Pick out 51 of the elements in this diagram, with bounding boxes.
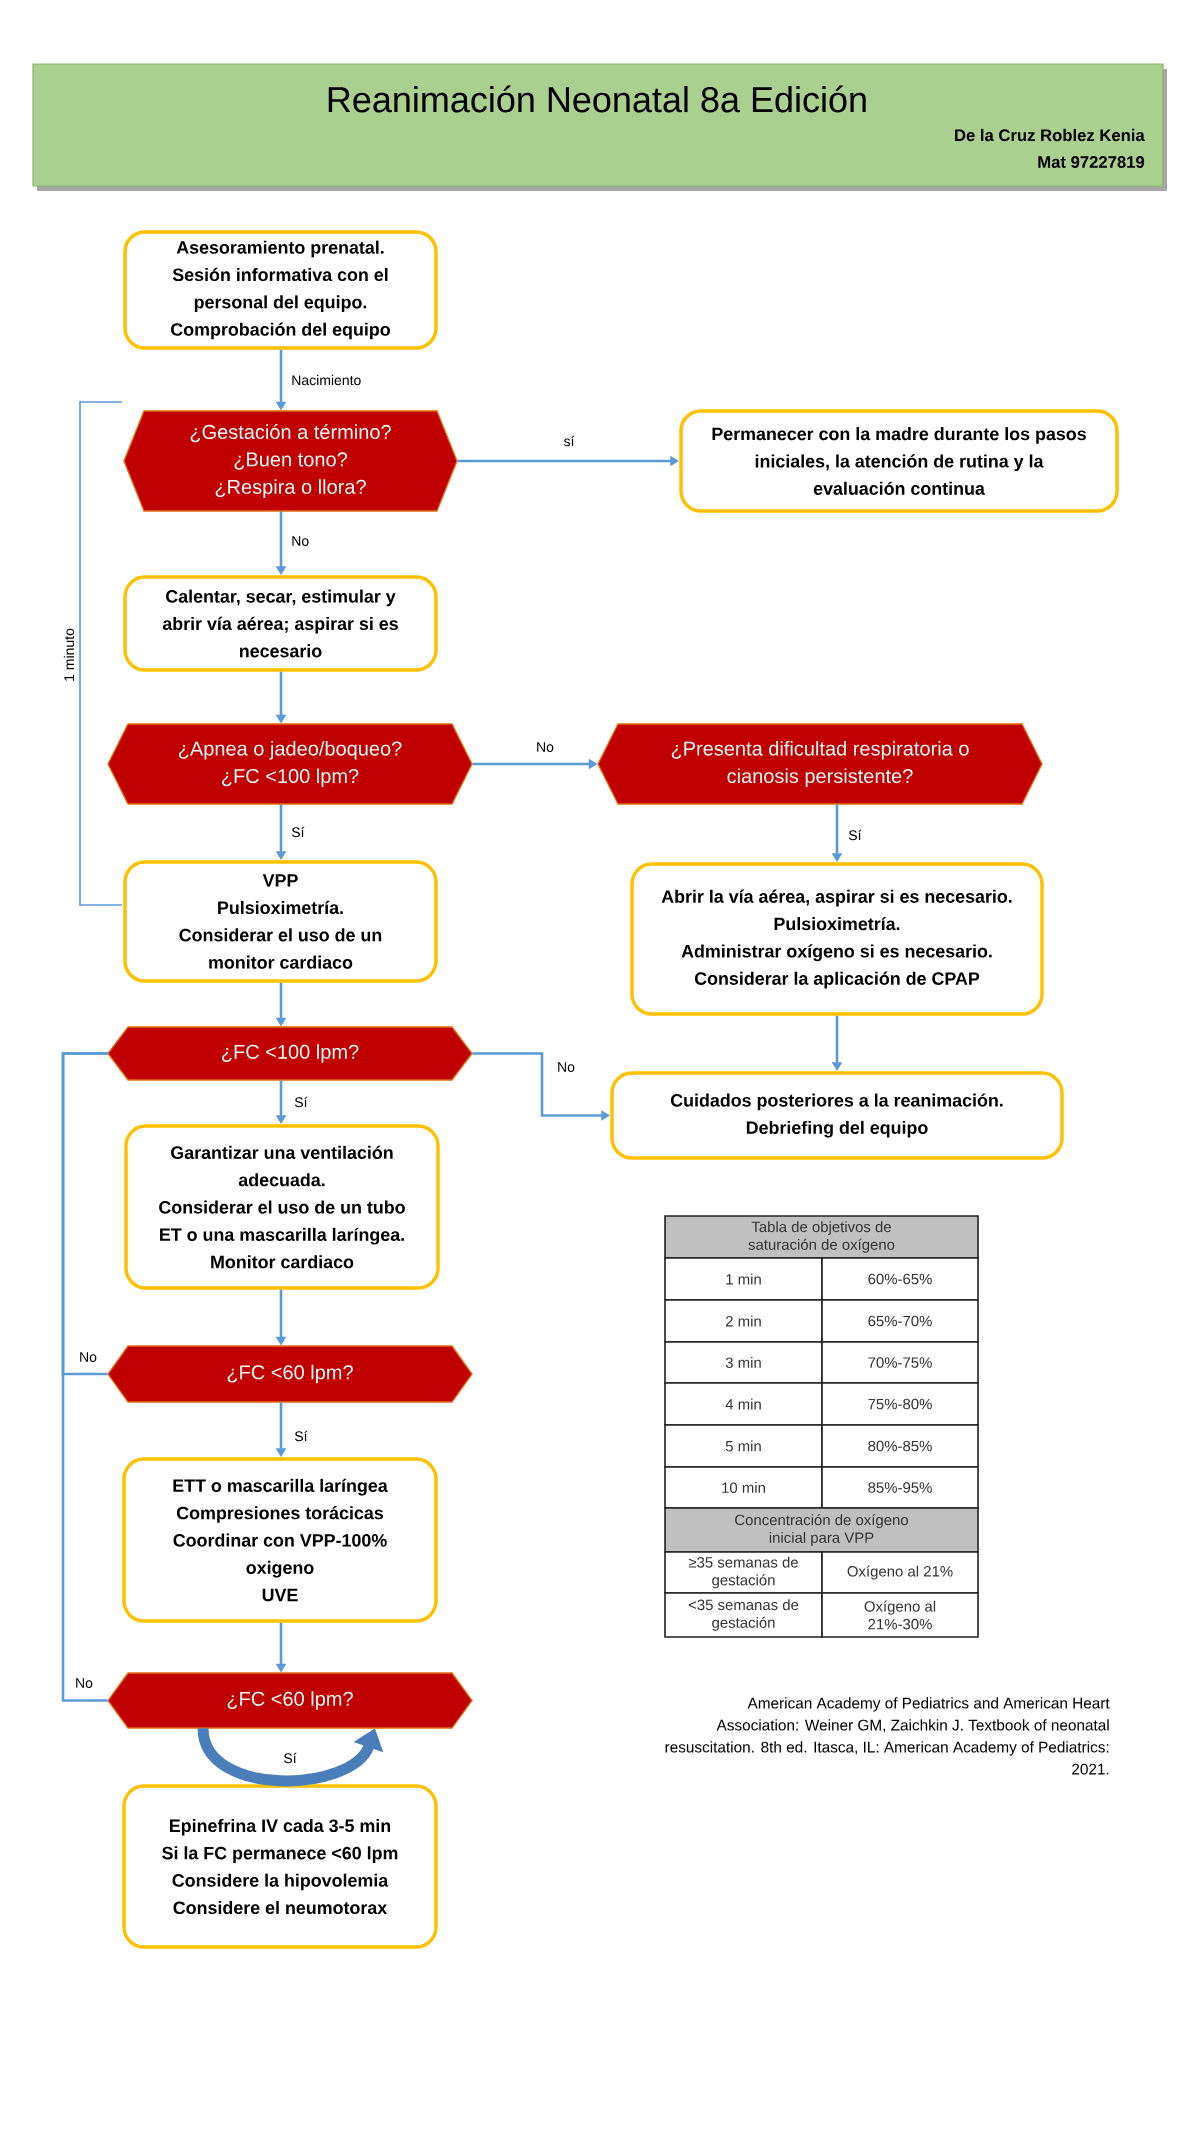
process-box: Garantizar una ventilación adecuada. Considerar el uso de un tubo ET o una mascarilla laríngea. Monitor cardiaco xyxy=(124,1124,440,1290)
process-box: Asesoramiento prenatal. Sesión informativa con el personal del equipo. Comprobación del equipo xyxy=(123,230,438,350)
table-cell: 3 min xyxy=(664,1341,823,1384)
edge-label: Sí xyxy=(292,1428,310,1444)
table-cell: 65%-70% xyxy=(821,1299,979,1343)
edge-label: No xyxy=(534,740,556,754)
process-box: Abrir la vía aérea, aspirar si es necesario. Pulsioximetría. Administrar oxígeno si es necesario. Considerar la aplicación de CPAP xyxy=(630,862,1044,1016)
table-header: Concentración de oxígeno inicial para VPP xyxy=(664,1507,979,1553)
decision-hexagon: ¿Gestación a término? ¿Buen tono? ¿Respira o llora? xyxy=(123,410,458,512)
edge-label: Nacimiento xyxy=(289,372,364,388)
table-cell: 70%-75% xyxy=(821,1341,979,1384)
decision-hexagon: ¿FC <100 lpm? xyxy=(107,1026,473,1081)
process-box: Permanecer con la madre durante los pasos iniciales, la atención de rutina y la evaluación continua xyxy=(679,409,1119,513)
table-cell: 75%-80% xyxy=(821,1382,979,1426)
bracket-label: 1 minuto xyxy=(63,628,75,681)
enrollment-number: Mat 97227819 xyxy=(1038,156,1145,168)
process-box: Epinefrina IV cada 3-5 min Si la FC permanece <60 lpm Considere la hipovolemia Considere el neumotorax xyxy=(122,1784,438,1949)
author-name: De la Cruz Roblez Kenia xyxy=(955,128,1145,142)
decision-hexagon: ¿FC <60 lpm? xyxy=(107,1345,473,1403)
connector-line xyxy=(61,1052,108,1702)
edge-label: No xyxy=(77,1350,99,1364)
table-header: Tabla de objetivos de saturación de oxígeno xyxy=(664,1215,979,1259)
title: Reanimación Neonatal 8a Edición xyxy=(328,85,866,113)
table-cell: ≥35 semanas de gestación xyxy=(664,1551,823,1594)
decision-hexagon: ¿Presenta dificultad respiratoria o cianosis persistente? xyxy=(597,723,1043,805)
table-cell: <35 semanas de gestación xyxy=(664,1592,823,1638)
table-cell: 5 min xyxy=(664,1424,823,1468)
table-cell: Oxígeno al 21%-30% xyxy=(821,1592,979,1638)
table-cell: 1 min xyxy=(664,1257,823,1301)
process-box: ETT o mascarilla laríngea Compresiones torácicas Coordinar con VPP-100% oxigeno UVE xyxy=(122,1457,438,1623)
table-cell: 2 min xyxy=(664,1299,823,1343)
edge-label: sí xyxy=(561,433,577,449)
process-box: Calentar, secar, estimular y abrir vía aérea; aspirar si es necesario xyxy=(123,575,438,672)
edge-label: Sí xyxy=(846,827,864,843)
table-cell: 80%-85% xyxy=(821,1424,979,1468)
decision-hexagon: ¿Apnea o jadeo/boqueo? ¿FC <100 lpm? xyxy=(107,723,473,805)
decision-hexagon: ¿FC <60 lpm? xyxy=(107,1672,473,1729)
edge-label: No xyxy=(73,1676,95,1690)
edge-label: No xyxy=(555,1060,577,1074)
edge-label: Sí xyxy=(292,1094,310,1110)
table-cell: 60%-65% xyxy=(821,1257,979,1301)
process-box: VPP Pulsioximetría. Considerar el uso de un monitor cardiaco xyxy=(123,860,438,983)
citation-text: American Academy of Pediatrics and American Heart Association: Weiner GM, Zaichkin J. Textbook of neonatal resuscitation. 8th ed. Itasca, IL: American Academy of Pediatrics: 2021. xyxy=(665,1697,1110,1775)
edge-label: Sí xyxy=(289,824,307,840)
edge-label: Sí xyxy=(281,1750,299,1766)
edge-label: No xyxy=(289,534,312,548)
table-cell: 85%-95% xyxy=(821,1466,979,1509)
table-cell: 4 min xyxy=(664,1382,823,1426)
table-cell: Oxígeno al 21% xyxy=(821,1551,979,1594)
table-cell: 10 min xyxy=(664,1466,823,1509)
process-box: Cuidados posteriores a la reanimación. Debriefing del equipo xyxy=(610,1071,1064,1160)
